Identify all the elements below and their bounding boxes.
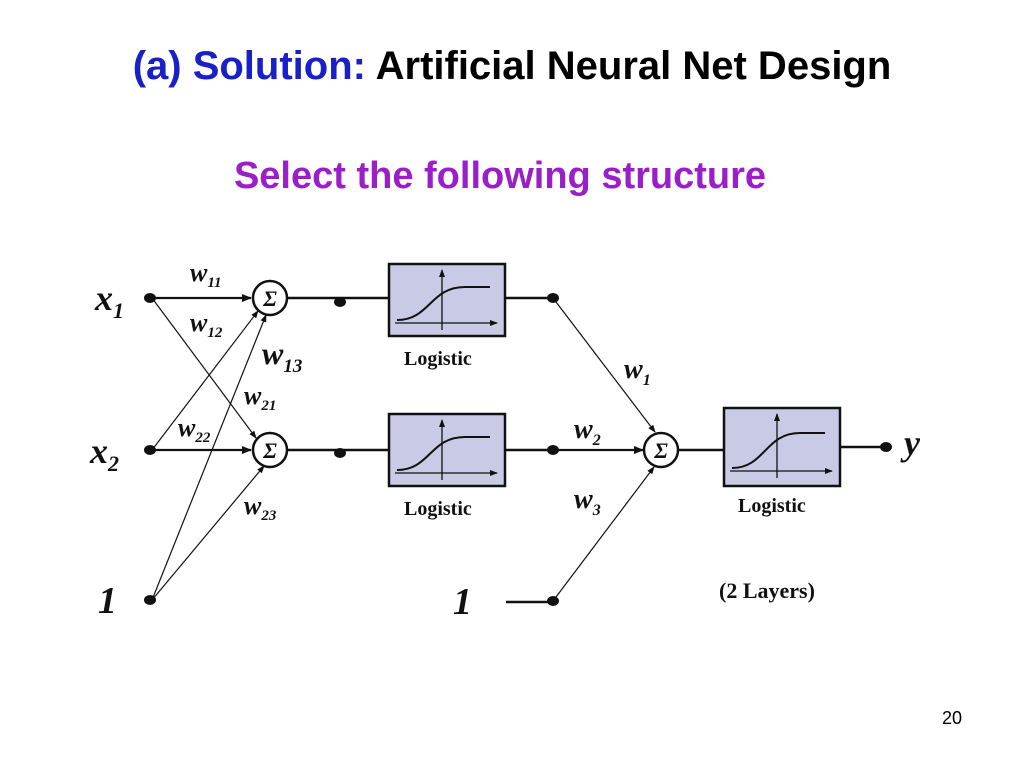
node-s1-out bbox=[334, 297, 346, 307]
input-connections bbox=[151, 294, 267, 601]
logistic-label-hidden-2: Logistic bbox=[404, 498, 472, 520]
edge-x2-s1 bbox=[151, 310, 259, 451]
layers-note: (2 Layers) bbox=[719, 578, 815, 603]
weight-label-w13: w13 bbox=[262, 335, 302, 377]
page-title: (a) Solution: Artificial Neural Net Desi… bbox=[0, 44, 1024, 89]
weight-label-w12: w12 bbox=[190, 308, 223, 341]
logistic-curve-icon bbox=[395, 269, 498, 330]
output-node bbox=[880, 442, 892, 452]
edge-b1-s1 bbox=[151, 314, 267, 601]
logistic-curve-icon bbox=[730, 413, 833, 478]
input-label-bias-2: 1 bbox=[453, 581, 472, 623]
title-prefix: (a) Solution: bbox=[132, 44, 366, 88]
summing-junction-icon: Σ bbox=[251, 431, 289, 469]
input-label-x2: x2 bbox=[89, 431, 119, 476]
edge-b2-out bbox=[552, 466, 655, 602]
sum-symbol-hidden-1: Σ bbox=[262, 286, 277, 311]
sum-symbol-hidden-2: Σ bbox=[262, 438, 277, 463]
title-main: Artificial Neural Net Design bbox=[375, 44, 892, 88]
edge-h1-out bbox=[552, 297, 656, 433]
weight-label-w1: w1 bbox=[624, 354, 651, 389]
weight-label-w2: w2 bbox=[574, 414, 601, 449]
edge-b1-s2 bbox=[151, 465, 265, 601]
weight-label-w11: w11 bbox=[190, 258, 222, 291]
input-label-x1: x1 bbox=[94, 278, 124, 323]
weight-label-w21: w21 bbox=[244, 381, 276, 414]
page-number: 20 bbox=[941, 708, 962, 728]
subtitle: Select the following structure bbox=[233, 155, 767, 197]
input-node-x2 bbox=[144, 445, 156, 455]
sum-symbol-output: Σ bbox=[653, 438, 668, 463]
logistic-block-hidden-1: Logistic bbox=[387, 262, 507, 370]
summing-junction-icon: Σ bbox=[251, 279, 289, 317]
logistic-curve-icon bbox=[395, 419, 498, 480]
logistic-block-output: Logistic bbox=[722, 406, 842, 517]
input-node-x1 bbox=[144, 293, 156, 303]
logistic-label-output: Logistic bbox=[738, 495, 806, 517]
input-node-bias-1 bbox=[144, 595, 156, 605]
output-label-y: y bbox=[900, 423, 921, 463]
weight-label-w3: w3 bbox=[574, 484, 601, 519]
weight-label-w23: w23 bbox=[244, 491, 277, 524]
node-s2-out bbox=[334, 448, 346, 458]
summing-junction-icon: Σ bbox=[642, 431, 680, 469]
weight-label-w22: w22 bbox=[178, 413, 211, 446]
logistic-block-hidden-2: Logistic bbox=[387, 412, 507, 520]
edge-x1-s2 bbox=[151, 297, 257, 439]
input-label-bias-1: 1 bbox=[98, 580, 117, 622]
logistic-label-hidden-1: Logistic bbox=[404, 348, 472, 370]
